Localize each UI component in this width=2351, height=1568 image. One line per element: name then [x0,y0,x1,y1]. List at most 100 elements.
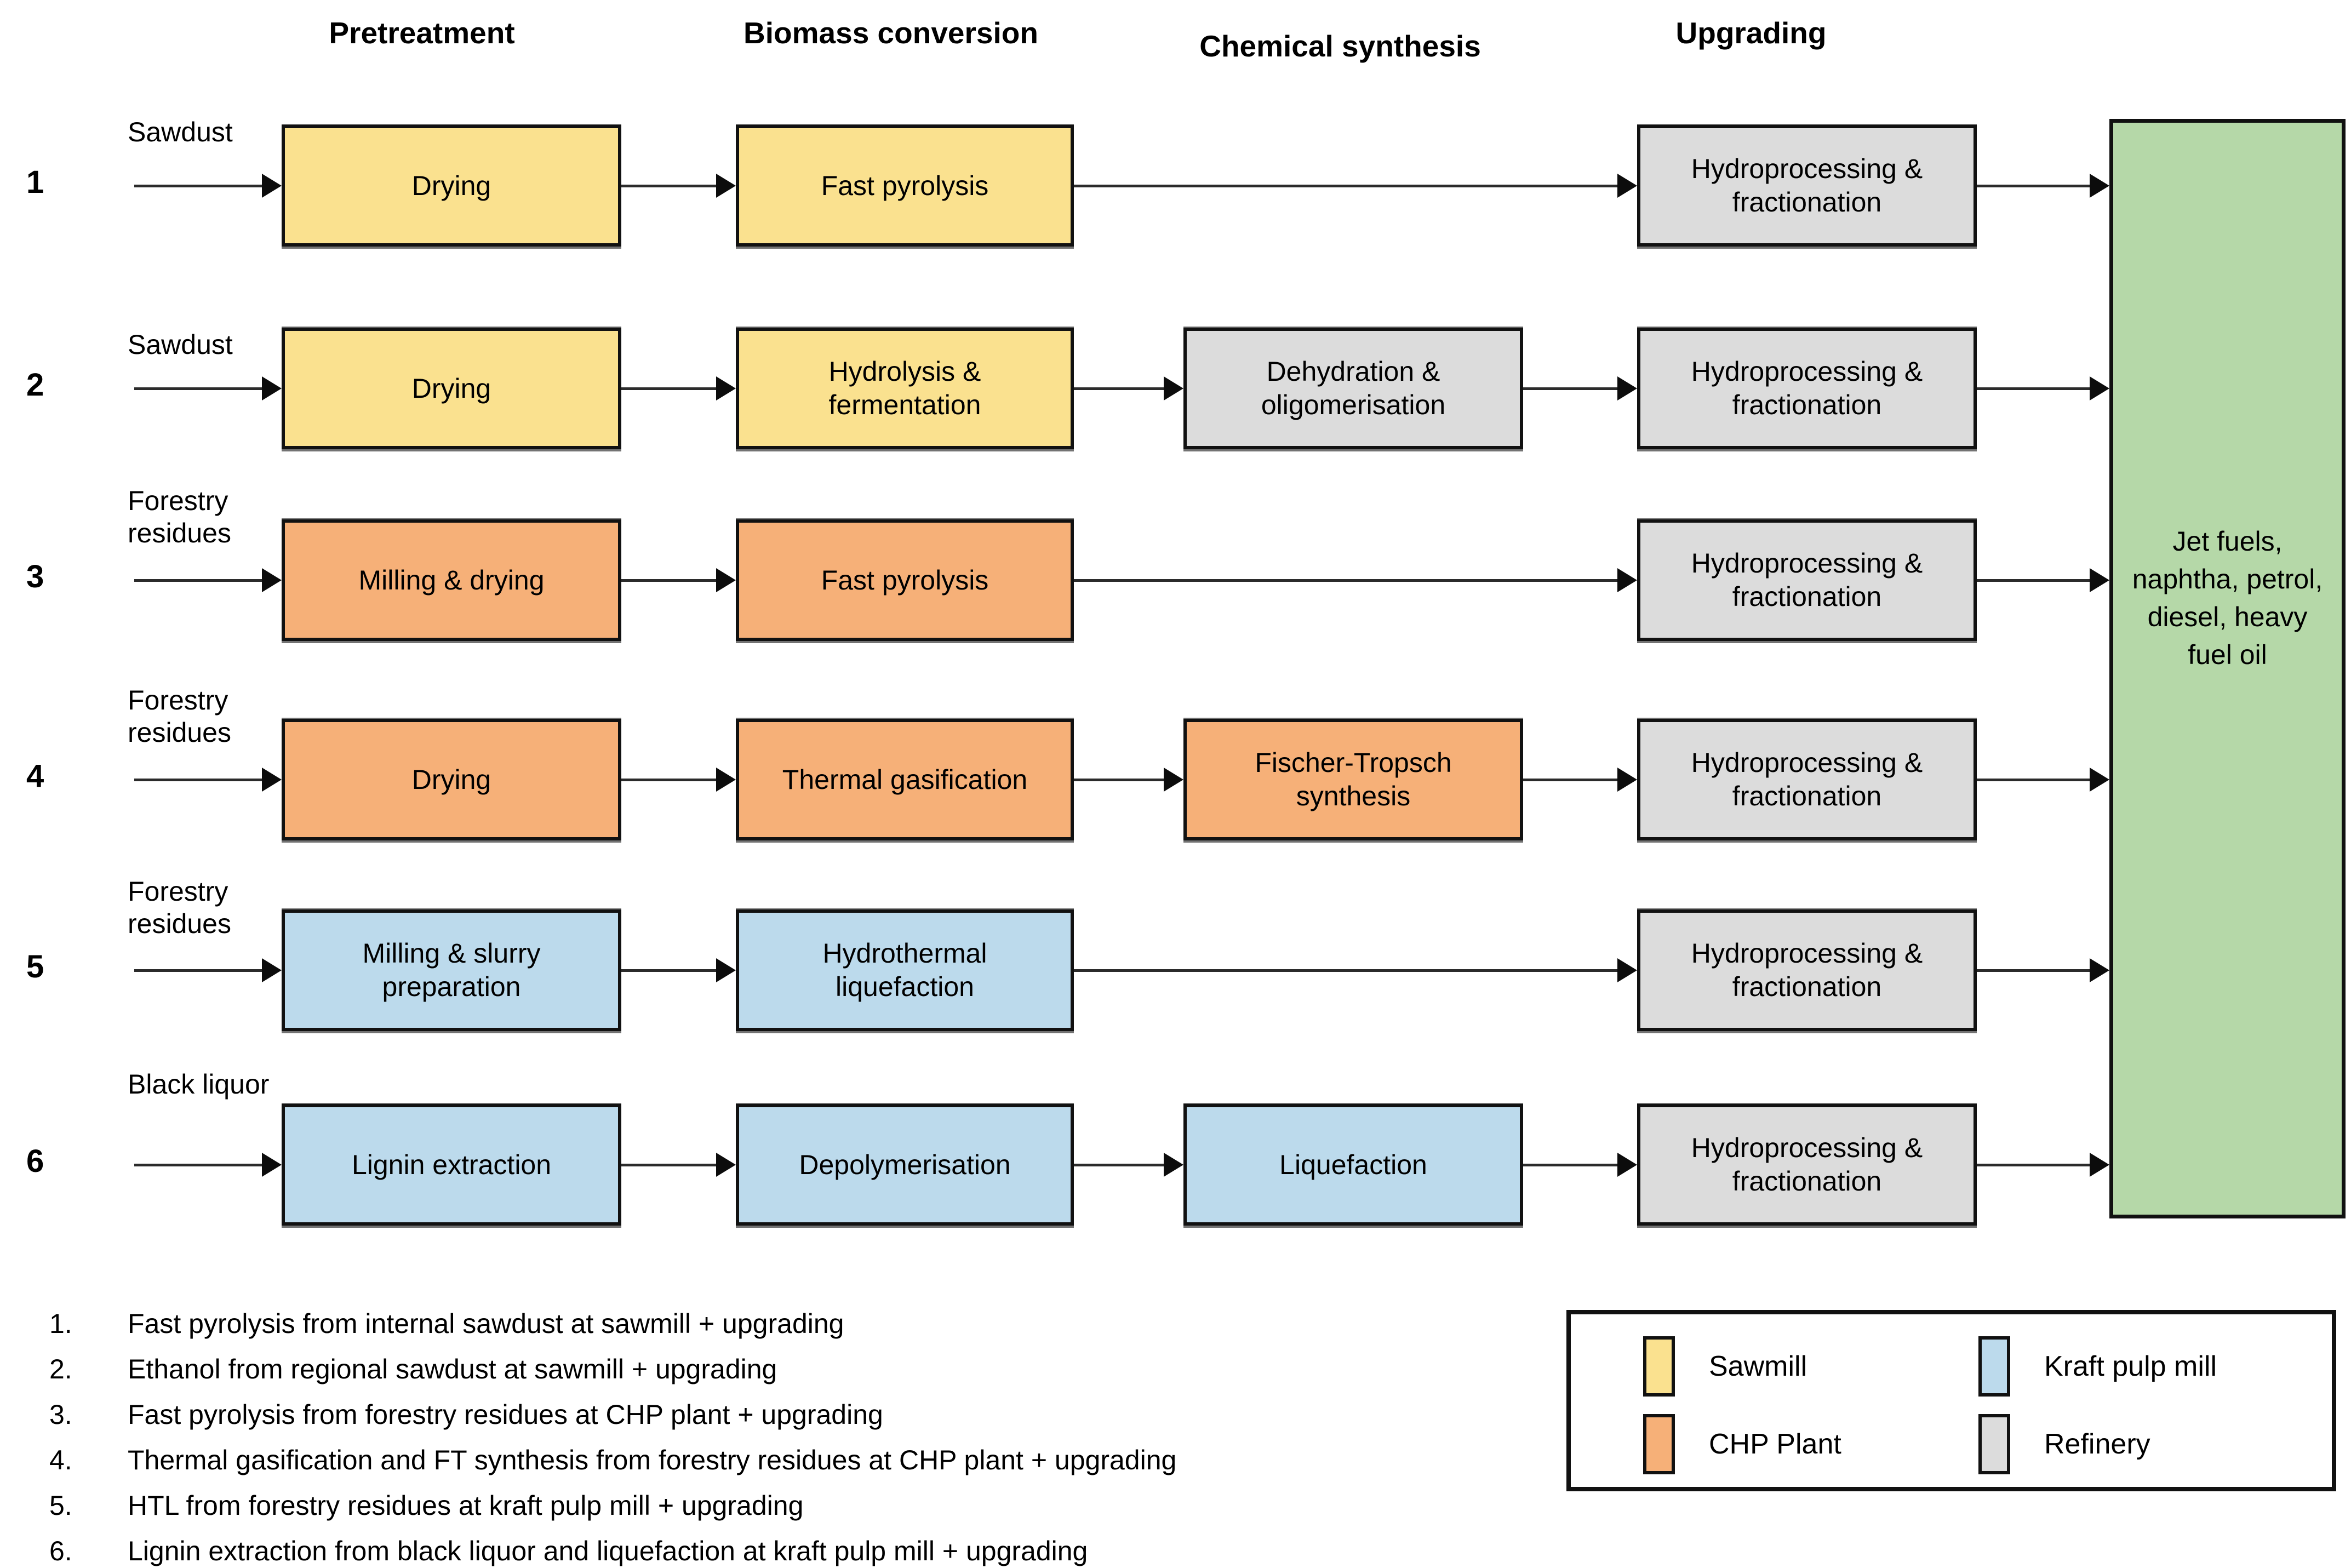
flow-arrow [134,1153,282,1177]
footnote-text: HTL from forestry residues at kraft pulp… [128,1490,804,1521]
box-hydrolysis-fermentation: Hydrolysis & fermentation [736,328,1074,449]
flow-arrow [621,768,736,792]
feedstock-label: Forestry residues [128,685,231,748]
box-lignin-extraction: Lignin extraction [282,1104,621,1226]
footnote-number: 4. [49,1445,72,1475]
flow-arrow [134,376,282,400]
output-line: diesel, heavy [2147,602,2308,632]
box-depolymerisation: Depolymerisation [736,1104,1074,1226]
box-hydroprocessing-fractionation: Hydroprocessing & fractionation [1637,719,1977,840]
row-number: 4 [26,758,44,794]
flow-arrow [621,568,736,592]
flow-arrow [1074,1153,1183,1177]
kraft-pulp-mill-color-swatch [1978,1336,2010,1397]
box-hydroprocessing-fractionation: Hydroprocessing & fractionation [1637,909,1977,1031]
box-liquefaction: Liquefaction [1183,1104,1523,1226]
flow-arrow [1074,174,1637,198]
row-number: 1 [26,164,44,200]
footnote-number: 1. [49,1308,72,1339]
legend-label: Kraft pulp mill [2044,1350,2217,1382]
box-hydrothermal-liquefaction: Hydrothermal liquefaction [736,909,1074,1031]
box-fast-pyrolysis: Fast pyrolysis [736,519,1074,641]
column-header-biomass-conversion: Biomass conversion [743,16,1038,50]
footnote-text: Lignin extraction from black liquor and … [128,1536,1088,1566]
footnote-number: 6. [49,1536,72,1566]
legend-item-kraft-pulp-mill: Kraft pulp mill [1978,1336,2217,1397]
legend-label: Refinery [2044,1428,2150,1460]
flow-arrow [134,768,282,792]
flow-arrow [134,174,282,198]
legend-item-sawmill: Sawmill [1643,1336,1807,1397]
flow-arrow [621,958,736,982]
footnote-text: Fast pyrolysis from internal sawdust at … [128,1308,844,1339]
facility-legend: Sawmill Kraft pulp mill CHP Plant Refine… [1566,1310,2336,1491]
column-header-pretreatment: Pretreatment [329,16,515,50]
flow-arrow [621,376,736,400]
footnote-item: 6. Lignin extraction from black liquor a… [49,1536,1540,1567]
legend-label: Sawmill [1709,1350,1807,1382]
flow-arrow [621,174,736,198]
output-line: fuel oil [2188,639,2267,670]
flow-arrow [1977,376,2109,400]
legend-item-refinery: Refinery [1978,1414,2150,1474]
flow-arrow [134,958,282,982]
box-hydroprocessing-fractionation: Hydroprocessing & fractionation [1637,519,1977,641]
footnote-number: 5. [49,1490,72,1521]
box-drying: Drying [282,328,621,449]
box-fast-pyrolysis: Fast pyrolysis [736,125,1074,247]
box-milling-drying: Milling & drying [282,519,621,641]
refinery-color-swatch [1978,1414,2010,1474]
flow-arrow [1074,376,1183,400]
chp-plant-color-swatch [1643,1414,1675,1474]
footnote-item: 2. Ethanol from regional sawdust at sawm… [49,1354,1540,1385]
output-line: Jet fuels, [2172,526,2283,557]
row-number: 6 [26,1143,44,1179]
row-number: 2 [26,367,44,403]
flow-arrow [1977,174,2109,198]
row-number: 5 [26,949,44,985]
flow-arrow [1074,568,1637,592]
feedstock-label: Forestry residues [128,485,231,548]
box-hydroprocessing-fractionation: Hydroprocessing & fractionation [1637,328,1977,449]
legend-item-chp-plant: CHP Plant [1643,1414,1841,1474]
footnote-text: Fast pyrolysis from forestry residues at… [128,1399,883,1430]
flow-arrow [1523,1153,1637,1177]
column-header-upgrading: Upgrading [1675,16,1827,50]
column-header-chemical-synthesis: Chemical synthesis [1199,29,1481,63]
pathway-footnotes: 1. Fast pyrolysis from internal sawdust … [49,1308,1540,1568]
footnote-text: Ethanol from regional sawdust at sawmill… [128,1354,777,1384]
box-hydroprocessing-fractionation: Hydroprocessing & fractionation [1637,125,1977,247]
sawmill-color-swatch [1643,1336,1675,1397]
box-milling-slurry-preparation: Milling & slurry preparation [282,909,621,1031]
box-hydroprocessing-fractionation: Hydroprocessing & fractionation [1637,1104,1977,1226]
row-number: 3 [26,559,44,594]
flow-arrow [1977,1153,2109,1177]
flow-arrow [1523,768,1637,792]
feedstock-label: Black liquor [128,1069,270,1100]
output-products-box: Jet fuels, naphtha, petrol, diesel, heav… [2109,119,2346,1218]
box-dehydration-oligomerisation: Dehydration & oligomerisation [1183,328,1523,449]
feedstock-label: Forestry residues [128,876,231,939]
flow-arrow [621,1153,736,1177]
box-thermal-gasification: Thermal gasification [736,719,1074,840]
footnote-item: 5. HTL from forestry residues at kraft p… [49,1490,1540,1521]
footnote-number: 3. [49,1399,72,1430]
flow-arrow [134,568,282,592]
footnote-item: 1. Fast pyrolysis from internal sawdust … [49,1308,1540,1340]
output-line: naphtha, petrol, [2132,564,2323,594]
flow-arrow [1523,376,1637,400]
footnote-item: 4. Thermal gasification and FT synthesis… [49,1445,1540,1476]
box-drying: Drying [282,125,621,247]
flow-arrow [1977,768,2109,792]
flow-arrow [1977,958,2109,982]
footnote-text: Thermal gasification and FT synthesis fr… [128,1445,1177,1475]
feedstock-label: Sawdust [128,329,233,360]
box-drying: Drying [282,719,621,840]
legend-label: CHP Plant [1709,1428,1841,1460]
flow-arrow [1074,958,1637,982]
flow-arrow [1977,568,2109,592]
box-fischer-tropsch-synthesis: Fischer-Tropsch synthesis [1183,719,1523,840]
footnote-item: 3. Fast pyrolysis from forestry residues… [49,1399,1540,1430]
flow-arrow [1074,768,1183,792]
